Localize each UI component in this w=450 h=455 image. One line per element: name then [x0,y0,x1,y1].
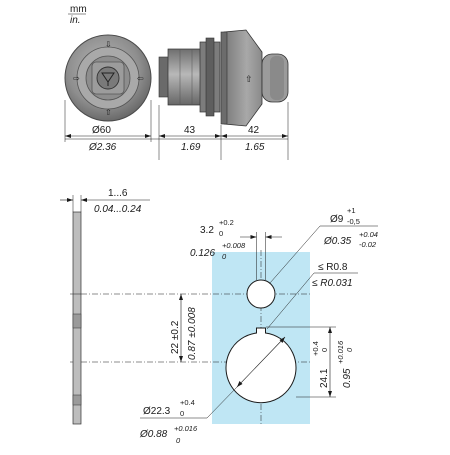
key-height-in-tol-lower: 0 [345,347,354,352]
svg-text:⇧: ⇧ [105,108,112,117]
small-hole-mm: Ø9 [330,214,344,225]
key-height-dimension [266,326,336,398]
key-width-in-tol-lower: 0 [222,252,227,261]
depth-front-in-label: 1.65 [245,142,265,153]
radius-mm: ≤ R0.8 [318,262,348,273]
center-distance-mm: 22 ±0.2 [170,320,181,354]
diameter-in-label: Ø2.36 [88,142,117,153]
large-hole-dimension [140,336,286,419]
unit-imperial: in. [70,15,81,26]
key-height-mm-tol-lower: 0 [320,348,329,352]
small-hole-leader [269,225,321,284]
svg-text:⇨: ⇨ [73,74,80,83]
depth-front-mm-label: 42 [248,125,260,136]
panel-thickness-in: 0.04...0.24 [94,204,142,215]
depth-rear-mm-label: 43 [184,125,196,136]
large-hole-mm-tol-upper: +0.4 [180,398,195,407]
panel-thickness-mm: 1...6 [108,188,128,199]
small-hole-in-tol-lower: -0.02 [359,240,377,249]
key-width-mm-tol-lower: 0 [219,229,223,238]
unit-metric: mm [70,4,87,15]
small-hole-in-tol-upper: +0.04 [359,230,378,239]
side-view: ⇧ [158,29,289,127]
large-hole-mm: Ø22.3 [143,406,171,417]
small-hole-mm-tol-lower: -0,5 [347,217,360,226]
small-hole-mm-tol-upper: +1 [347,206,356,215]
center-distance-dimension [179,294,183,362]
key-height-in-tol-upper: +0.016 [336,340,345,364]
panel-section [60,195,150,425]
diameter-mm-label: Ø60 [92,125,111,136]
key-width-mm-tol-upper: +0.2 [219,218,234,227]
center-distance-in: 0.87 ±0.008 [187,307,198,360]
svg-text:⇩: ⇩ [105,40,112,49]
key-width-in-tol-upper: +0.008 [222,241,246,250]
key-height-mm-tol-upper: +0.4 [311,341,320,356]
arrow-icons: ⇩ ⇧ ⇨ ⇦ [73,40,144,117]
key-height-mm: 24.1 [319,368,330,388]
key-width-dimension [240,232,282,280]
large-hole-in-tol-lower: 0 [176,436,181,445]
key-width-in: 0.126 [190,248,215,259]
large-hole-in: Ø0.88 [139,429,168,440]
front-view: ⇩ ⇧ ⇨ ⇦ [64,34,152,122]
radius-in: ≤ R0.031 [312,278,353,289]
cutout-holes [225,279,297,404]
top-dimensions [64,100,289,160]
depth-rear-in-label: 1.69 [181,142,201,153]
arrow-up-icon: ⇧ [245,74,253,84]
large-hole-mm-tol-lower: 0 [180,409,184,418]
radius-leader [266,272,315,330]
svg-text:⇦: ⇦ [137,74,144,83]
key-width-mm: 3.2 [200,225,214,236]
key-height-in: 0.95 [342,368,353,388]
large-hole-in-tol-upper: +0.016 [174,424,198,433]
small-hole-in: Ø0.35 [323,236,352,247]
